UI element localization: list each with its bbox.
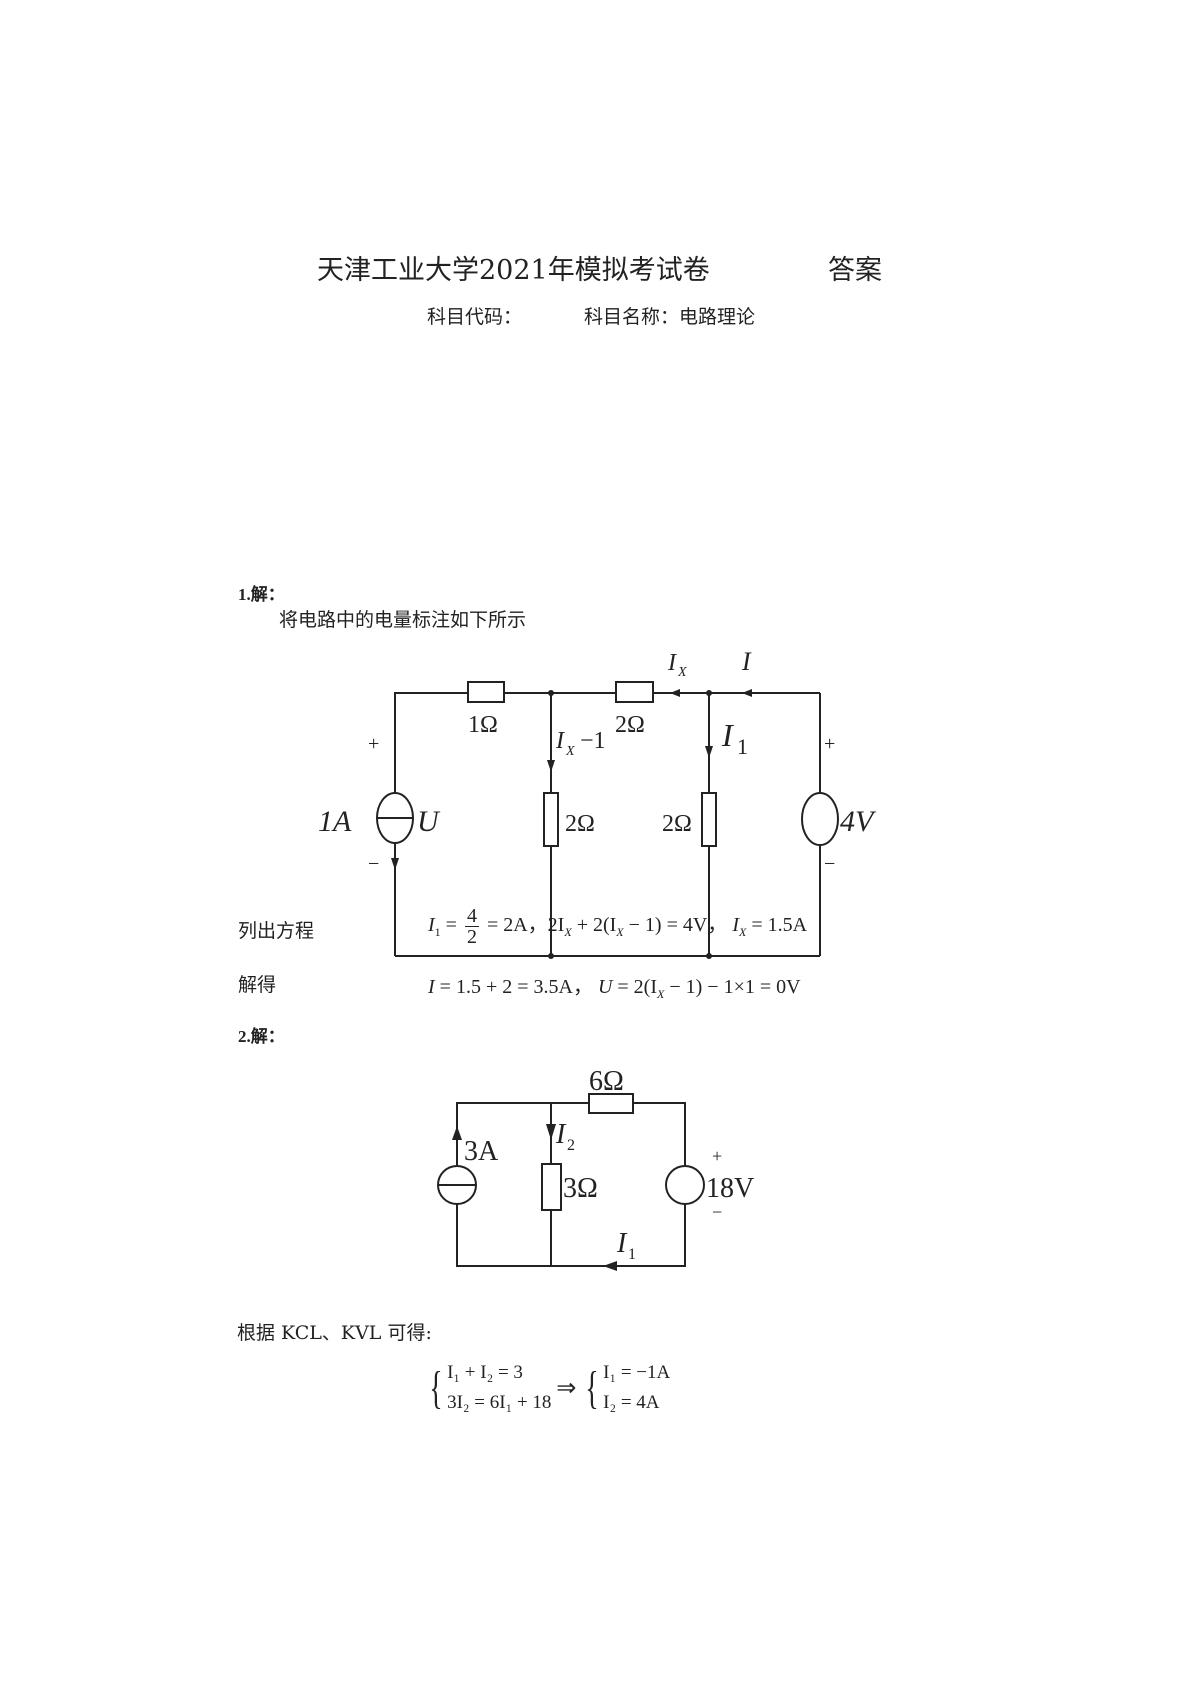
arrow-i1 (603, 1261, 617, 1271)
label-i2-sub: 2 (567, 1137, 575, 1154)
numerator: 4 (464, 905, 479, 927)
eq-term: I (732, 914, 739, 937)
label-i1-sub: 1 (737, 734, 748, 759)
label-ixm1: I (555, 728, 565, 754)
sys-eq: I₂ = 4A (603, 1392, 660, 1413)
eq-sub: X (616, 925, 624, 940)
exam-title: 天津工业大学2021年模拟考试卷 (317, 255, 710, 286)
arrow-ixm1 (547, 760, 555, 772)
eq-term: = 1.5A (751, 914, 808, 937)
solution-label: 解得 (238, 974, 277, 996)
arrow-i (742, 689, 752, 697)
eq-term: + 2(I (576, 914, 617, 937)
label-i1-sub: 1 (628, 1246, 636, 1263)
label-u: U (417, 805, 441, 838)
label-ixm1-sub: X (565, 744, 575, 759)
plus-sign: + (824, 733, 835, 755)
label-18v: 18V (706, 1173, 754, 1204)
eq-term: = (445, 914, 457, 937)
eq-term: = 2A，2I (486, 914, 565, 937)
minus-sign: − (368, 853, 379, 875)
plus-sign: + (712, 1146, 722, 1166)
resistor-3ohm (541, 1163, 562, 1211)
resistor-2ohm-mid1 (543, 792, 559, 847)
resistor-6ohm (588, 1093, 634, 1114)
plus-sign: + (368, 733, 379, 755)
label-i2: I (555, 1119, 567, 1150)
circuit-1-labels: 1Ω 2Ω 2Ω 2Ω 1A U 4V + − + − I X I I 1 I … (318, 647, 877, 875)
arrow-i2 (546, 1124, 556, 1140)
eq-sub: X (657, 987, 665, 1001)
circuit-1 (376, 681, 839, 959)
label-4v: 4V (840, 805, 877, 838)
label-i1: I (616, 1228, 628, 1259)
label-3a: 3A (464, 1136, 499, 1167)
label-1a: 1A (318, 805, 352, 838)
q2-heading: 2.解： (238, 1027, 285, 1046)
sys-eq: 3I₂ = 6I₁ + 18 (447, 1392, 552, 1413)
eq-term: − 1) − 1×1 = 0V (669, 976, 801, 998)
label-1ohm: 1Ω (468, 712, 498, 738)
arrow-source (391, 858, 399, 870)
q1-heading: 1.解： (238, 585, 285, 604)
label-ix-sub: X (677, 665, 687, 680)
eq-sub: X (738, 925, 747, 940)
arrow-ix (670, 689, 680, 697)
resistor-2ohm-mid2 (701, 792, 717, 847)
equation-label: 列出方程 (238, 920, 315, 942)
q1-intro: 将电路中的电量标注如下所示 (279, 609, 527, 631)
sys-eq: I₁ = −1A (603, 1362, 671, 1383)
eq-term: I (428, 976, 435, 998)
eq-term: I (428, 914, 435, 937)
label-i1: I (721, 717, 734, 753)
label-ixm1-tail: −1 (580, 728, 606, 754)
kcl-kvl-text: 根据 KCL、KVL 可得: (237, 1322, 432, 1344)
answer-label: 答案 (828, 255, 882, 286)
eq-sub: X (564, 925, 572, 940)
denominator: 2 (466, 926, 477, 948)
eq-term: = 1.5 + 2 = 3.5A， (439, 976, 593, 998)
eq-sub: 1 (434, 925, 441, 940)
label-ix: I (667, 650, 677, 676)
subject-code-label: 科目代码： (427, 306, 523, 328)
resistor-1ohm (467, 681, 505, 703)
label-6ohm: 6Ω (589, 1066, 624, 1097)
eq-term: − 1) = 4V， (628, 914, 728, 937)
brace: { (429, 1362, 443, 1413)
sys-eq: I₁ + I₂ = 3 (447, 1362, 523, 1383)
label-3ohm: 3Ω (563, 1173, 598, 1204)
implies-symbol: ⇒ (556, 1375, 577, 1402)
minus-sign: − (712, 1202, 722, 1222)
arrow-3a (452, 1126, 462, 1140)
system-left: I₁ + I₂ = 3 3I₂ = 6I₁ + 18 (447, 1358, 551, 1418)
label-2ohm-mid2: 2Ω (662, 811, 692, 837)
circuit-2-labels: 6Ω 3Ω 3A 18V + − I 2 I 1 (464, 1066, 754, 1263)
system-right: I₁ = −1A I₂ = 4A (603, 1358, 670, 1418)
brace: { (585, 1362, 599, 1413)
label-i: I (741, 647, 752, 676)
voltage-source-18v (665, 1165, 705, 1205)
label-2ohm-top: 2Ω (615, 712, 645, 738)
circuit-2 (437, 1093, 705, 1271)
resistor-2ohm-top (615, 681, 654, 703)
label-2ohm-mid1: 2Ω (565, 811, 595, 837)
equation-2: I = 1.5 + 2 = 3.5A， U = 2(IX − 1) − 1×1 … (428, 970, 801, 1002)
voltage-source-4v (801, 792, 839, 846)
arrow-i1 (705, 746, 713, 758)
subject-name-label: 科目名称：电路理论 (584, 306, 756, 328)
eq-term: U (597, 976, 613, 998)
minus-sign: − (824, 853, 835, 875)
eq-term: = 2(I (617, 976, 658, 998)
